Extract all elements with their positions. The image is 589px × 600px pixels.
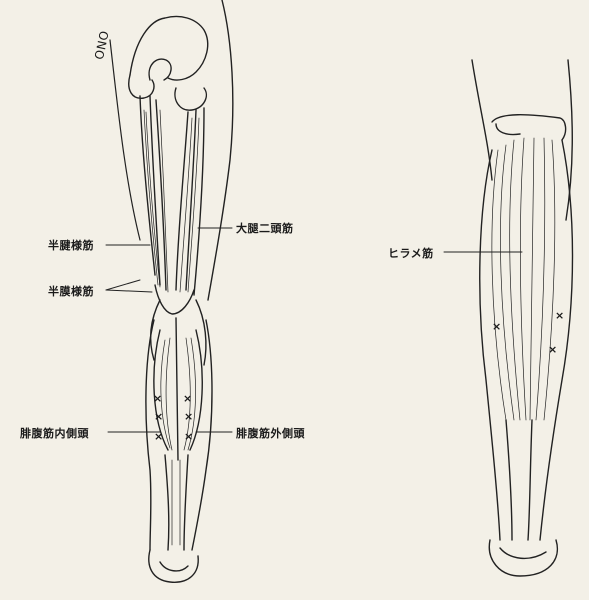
trigger-point-marker: ×: [555, 309, 565, 322]
trigger-point-marker: ×: [153, 392, 163, 405]
soleus-fibres: [492, 138, 555, 420]
label-gastrocnemius-medial: 腓腹筋内側頭: [20, 425, 89, 441]
label-biceps-femoris: 大腿二頭筋: [236, 220, 294, 236]
label-semimembranosus: 半膜様筋: [48, 283, 94, 299]
trigger-point-marker: ×: [548, 343, 558, 356]
trigger-point-marker: ×: [154, 430, 164, 443]
trigger-point-marker: ×: [154, 410, 164, 423]
label-gastrocnemius-lateral: 腓腹筋外側頭: [236, 425, 305, 441]
trigger-point-marker: ×: [184, 410, 194, 423]
trigger-point-marker: ×: [184, 430, 194, 443]
label-semitendinosus: 半腱様筋: [48, 237, 94, 253]
left-leader-lines: [106, 228, 232, 432]
trigger-point-marker: ×: [183, 392, 193, 405]
label-soleus: ヒラメ筋: [388, 245, 434, 261]
trigger-point-marker: ×: [492, 320, 502, 333]
